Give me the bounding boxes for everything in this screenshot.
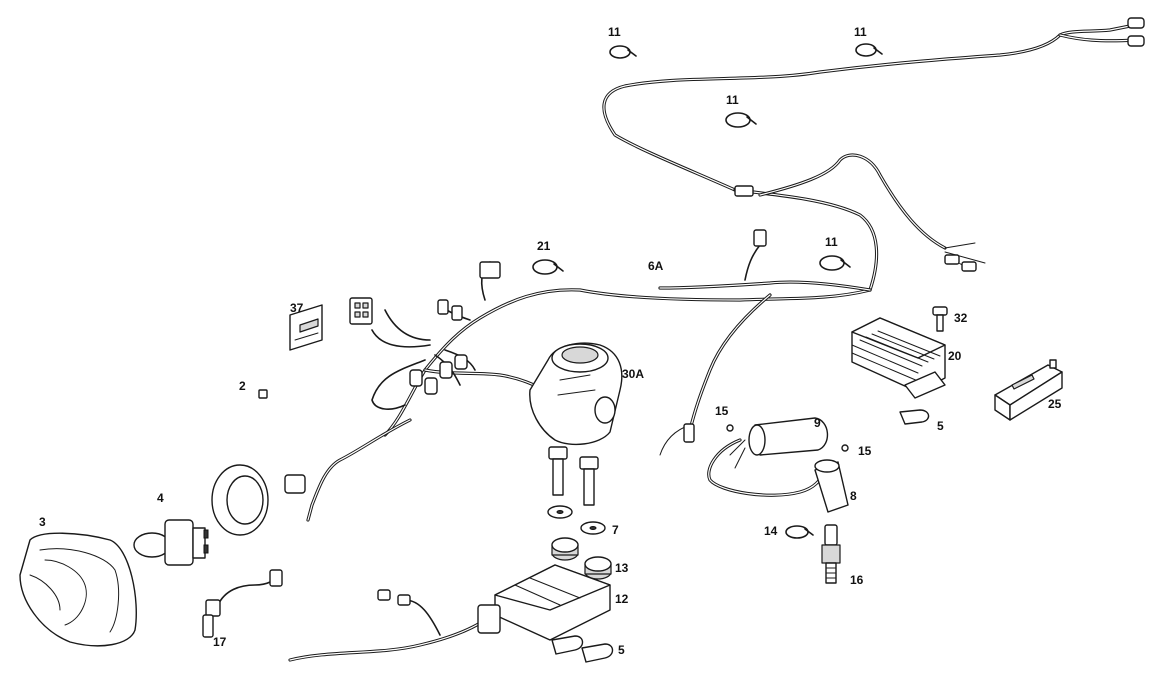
handlebar-switch-30A — [529, 342, 623, 446]
cable-tie-11-top-left — [609, 45, 637, 59]
label-15-right: 15 — [858, 444, 872, 458]
label-15-left: 15 — [715, 404, 729, 418]
mounting-bolts — [548, 446, 599, 506]
label-2: 2 — [239, 379, 246, 393]
label-3: 3 — [39, 515, 46, 529]
washers-7 — [547, 505, 606, 535]
spark-plug-cap-8 — [814, 459, 849, 513]
sensor-17 — [202, 569, 283, 638]
label-12: 12 — [615, 592, 629, 606]
label-6A: 6A — [648, 259, 664, 273]
spark-plug-16 — [821, 524, 841, 584]
label-21: 21 — [537, 239, 551, 253]
label-7: 7 — [612, 523, 619, 537]
module-25 — [994, 359, 1063, 421]
bracket-5-right — [899, 409, 930, 425]
headlight-assembly-3 — [19, 532, 137, 647]
main-wiring-harness — [306, 17, 1145, 522]
grommets-13 — [551, 537, 612, 580]
cable-tie-21 — [532, 259, 564, 275]
cable-tie-11-middle — [725, 112, 757, 128]
cable-tie-11-lower — [819, 255, 851, 271]
label-8: 8 — [850, 489, 857, 503]
label-30A: 30A — [622, 367, 644, 381]
bracket-5-bottom — [551, 635, 614, 663]
label-25: 25 — [1048, 397, 1062, 411]
cable-tie-14 — [785, 525, 814, 539]
label-13: 13 — [615, 561, 629, 575]
part-labels: 11 11 11 11 21 6A 37 32 20 30A 2 25 15 9… — [39, 25, 1062, 657]
headlight-bulb-4 — [133, 519, 209, 566]
ignition-coil-9 — [707, 417, 849, 497]
label-5-right: 5 — [937, 419, 944, 433]
label-9: 9 — [814, 416, 821, 430]
label-37: 37 — [290, 301, 304, 315]
label-16: 16 — [850, 573, 864, 587]
label-11-top-left: 11 — [608, 25, 621, 39]
fuse-holder-37 — [289, 304, 323, 351]
terminal-2 — [258, 389, 268, 399]
cdi-unit-12 — [288, 564, 611, 662]
cable-tie-11-top-right — [855, 43, 883, 57]
label-11-middle: 11 — [726, 93, 739, 107]
label-11-top-right: 11 — [854, 25, 867, 39]
voltage-regulator-20 — [851, 317, 946, 399]
label-32: 32 — [954, 311, 968, 325]
label-20: 20 — [948, 349, 962, 363]
label-11-lower: 11 — [825, 235, 838, 249]
label-5-bottom: 5 — [618, 643, 625, 657]
label-17: 17 — [213, 635, 227, 649]
label-14: 14 — [764, 524, 778, 538]
label-4: 4 — [157, 491, 164, 505]
headlight-rim — [211, 464, 306, 536]
bolt-32 — [932, 306, 948, 332]
